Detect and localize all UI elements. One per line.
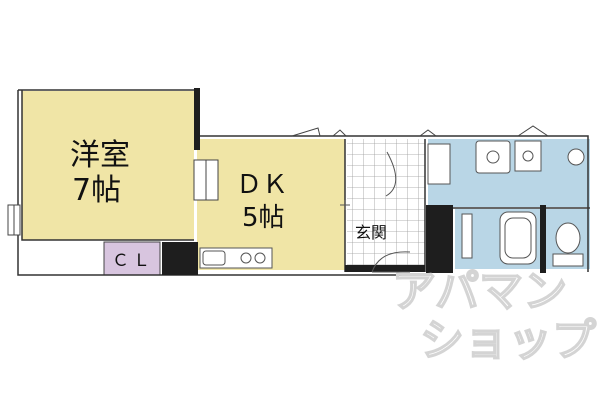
entrance-floor xyxy=(347,139,425,272)
door-marker xyxy=(340,200,350,210)
wall-blocks xyxy=(162,88,546,275)
entrance-name: 玄関 xyxy=(355,223,387,242)
windows-top xyxy=(291,125,549,137)
walls xyxy=(17,89,590,276)
kitchen-counter xyxy=(199,247,273,269)
western-room-name: 洋室 xyxy=(70,138,130,173)
watermark-line1: アパマン xyxy=(392,266,567,317)
western-room-size: 7帖 xyxy=(72,173,121,208)
window-partition xyxy=(193,159,219,201)
closet-name: ＣＬ xyxy=(112,251,154,271)
western-room-floor xyxy=(22,91,194,240)
wash-fixtures xyxy=(475,140,585,174)
dk-name: ＤＫ xyxy=(236,170,288,200)
watermark-line2: ショップ xyxy=(420,315,596,366)
toilet xyxy=(552,222,584,267)
dk-size: 5帖 xyxy=(242,203,285,233)
window-left xyxy=(7,204,21,236)
bathtub xyxy=(461,211,537,265)
entrance-door xyxy=(371,143,451,273)
